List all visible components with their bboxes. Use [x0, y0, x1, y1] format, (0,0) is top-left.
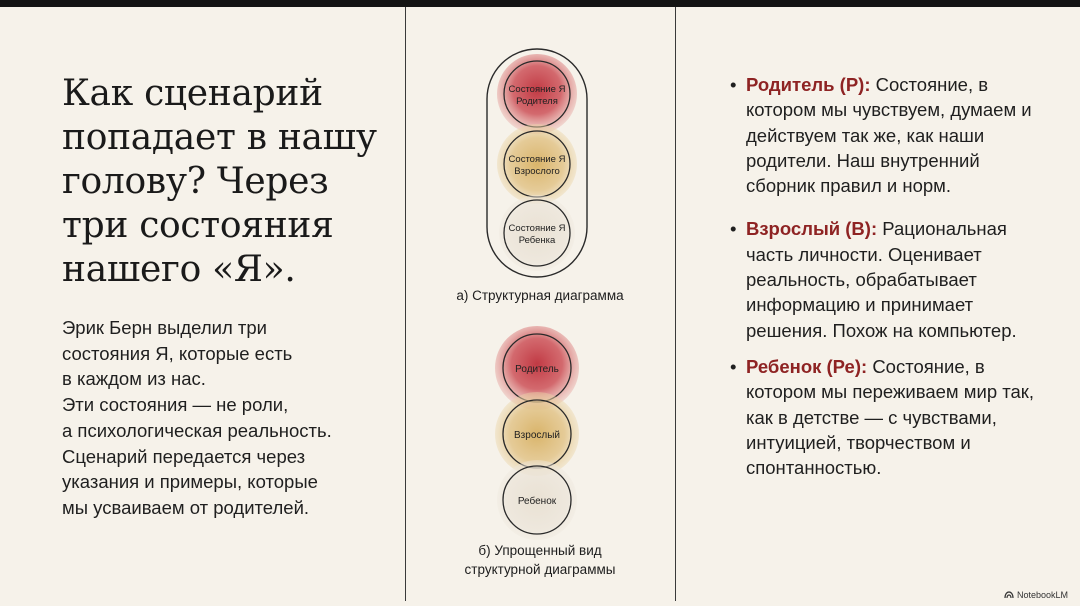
- simplified-caption-line1: б) Упрощенный вид: [478, 543, 602, 558]
- intro-line: Эти состояния — не роли,: [62, 394, 289, 416]
- child-watercolor-wash: [499, 195, 575, 271]
- list-item-adult: • Взрослый (В): Рациональная часть личнос…: [730, 216, 1050, 342]
- bullet-dot-icon: •: [730, 218, 737, 240]
- parent-watercolor-wash: [495, 326, 579, 410]
- intro-line: состояния Я, которые есть: [62, 342, 293, 364]
- adult-label: Взрослый: [514, 430, 560, 441]
- structural-diagram: Состояние Я Родителя Состояние Я Взросло…: [486, 48, 588, 278]
- parent-state-label-1: Состояние Я: [509, 84, 566, 95]
- bullet-dot-icon: •: [730, 355, 737, 377]
- adult-watercolor-wash: [495, 392, 579, 476]
- ego-states-diagram: Состояние Я Родителя Состояние Я Взросло…: [405, 7, 675, 601]
- intro-line: Сценарий передается через: [62, 445, 306, 467]
- watermark-text: NotebookLM: [1016, 590, 1068, 600]
- ego-states-list: • Родитель (Р): Состояние, в котором мы ч…: [730, 72, 1050, 480]
- parent-watercolor-wash: [497, 54, 577, 134]
- adult-state-label-2: Взрослого: [514, 166, 559, 177]
- adult-state-label-1: Состояние Я: [509, 154, 566, 165]
- intro-text: Эрик Берн выделил три состояния Я, котор…: [62, 315, 392, 521]
- parent-label: Родитель: [515, 364, 559, 375]
- column-divider-right: [675, 7, 676, 601]
- definition-parent: Состояние, в котором мы чувствуем, думае…: [746, 74, 1032, 197]
- intro-line: в каждом из нас.: [62, 368, 206, 390]
- slide-title: Как сценарий попадает в нашу голову? Чер…: [62, 73, 377, 290]
- child-watercolor-wash: [497, 460, 577, 540]
- list-item-parent: • Родитель (Р): Состояние, в котором мы ч…: [730, 72, 1050, 198]
- structural-caption: а) Структурная диаграмма: [456, 288, 624, 303]
- parent-state-label-2: Родителя: [516, 96, 558, 107]
- child-state-label-1: Состояние Я: [509, 223, 566, 234]
- top-bar: [0, 0, 1080, 7]
- term-child: Ребенок (Ре):: [746, 355, 868, 377]
- notebooklm-watermark: NotebookLM: [1004, 590, 1068, 600]
- intro-line: а психологическая реальность.: [62, 419, 332, 441]
- intro-line: указания и примеры, которые: [62, 471, 318, 493]
- notebooklm-logo-icon: [1004, 591, 1014, 599]
- list-item-child: • Ребенок (Ре): Состояние, в котором мы п…: [730, 354, 1050, 480]
- bullet-dot-icon: •: [730, 74, 737, 95]
- definition-adult: Рациональная часть личности. Оценивает р…: [746, 218, 1017, 341]
- child-state-label-2: Ребенка: [519, 235, 556, 246]
- child-label: Ребенок: [518, 495, 557, 507]
- diagram-capsule-outline: [486, 48, 588, 278]
- intro-line: мы усваиваем от родителей.: [62, 496, 310, 518]
- term-adult: Взрослый (В):: [746, 218, 878, 240]
- term-parent: Родитель (Р):: [746, 74, 871, 95]
- child-state-circle: [503, 199, 571, 267]
- diagram-canvas: Состояние Я Родителя Состояние Я Взросло…: [486, 48, 588, 540]
- child-circle: [502, 465, 572, 535]
- simplified-diagram: Родитель Взрослый Ребенок: [495, 326, 579, 540]
- intro-line: Эрик Берн выделил три: [62, 317, 267, 338]
- simplified-caption-line2: структурной диаграммы: [464, 562, 616, 577]
- definition-child: Состояние, в котором мы переживаем мир т…: [746, 355, 1035, 479]
- adult-watercolor-wash: [497, 124, 577, 204]
- column-divider-left: [405, 7, 406, 601]
